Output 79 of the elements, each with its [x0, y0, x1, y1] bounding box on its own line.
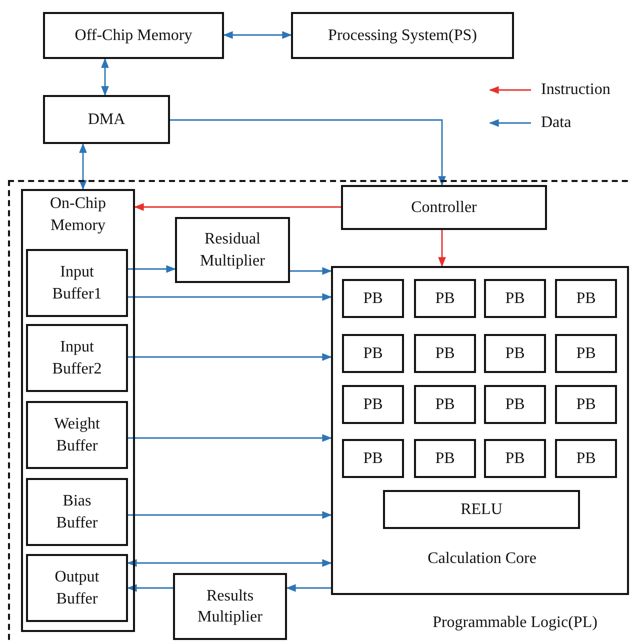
node-label: Results Multiplier: [196, 586, 264, 628]
activation-box: [383, 490, 580, 529]
node-label: PB: [504, 344, 526, 364]
processing-block: [555, 279, 617, 318]
arrow: [128, 293, 332, 301]
processing-block: [342, 279, 404, 318]
arrow: [128, 434, 332, 442]
legend-label: Data: [541, 113, 572, 133]
region-boundary: [8, 180, 630, 641]
processing-block: [414, 334, 476, 373]
buffer-box: [26, 324, 128, 392]
arrow: [223, 31, 292, 39]
node-label: On-Chip Memory: [49, 194, 107, 236]
node-label: Calculation Core: [426, 549, 538, 569]
node-label: Input Buffer1: [51, 262, 103, 304]
node-label: Output Buffer: [54, 567, 100, 609]
processing-block: [484, 279, 546, 318]
buffer-box: [26, 249, 128, 317]
arrow: [134, 203, 341, 211]
node-label: PB: [504, 288, 526, 309]
node-label: PB: [362, 288, 384, 309]
processing-block: [555, 439, 617, 478]
buffer-box: [26, 554, 128, 622]
buffer-box: [26, 478, 128, 546]
buffer-box: [26, 401, 128, 469]
node-label: PB: [434, 448, 456, 469]
arrow: [438, 230, 446, 267]
multiplier-box: [175, 217, 290, 283]
node-label: Off-Chip Memory: [74, 26, 194, 46]
processing-block: [555, 334, 617, 373]
node-label: PB: [575, 344, 597, 364]
node-label: PB: [362, 394, 384, 415]
node-label: PB: [575, 288, 597, 309]
arrow: [128, 353, 332, 361]
node-label: Controller: [410, 198, 478, 218]
arrow: [128, 511, 332, 519]
arrow: [127, 559, 332, 567]
node-label: Processing System(PS): [327, 26, 478, 46]
processing-block: [555, 385, 617, 424]
node-label: PB: [575, 448, 597, 469]
processing-block: [342, 439, 404, 478]
arrow: [170, 119, 446, 186]
arrow: [286, 584, 331, 592]
arrow: [128, 265, 176, 273]
arrow: [79, 143, 87, 190]
processor-box: [291, 12, 514, 59]
memory-box: [21, 189, 135, 632]
node-label: Programmable Logic(PL): [432, 613, 598, 633]
node-label: Input Buffer2: [51, 337, 103, 379]
processing-block: [484, 334, 546, 373]
dma-box: [43, 95, 170, 144]
arrow: [101, 58, 109, 96]
processing-block: [484, 439, 546, 478]
node-label: RELU: [460, 500, 504, 520]
processing-block: [342, 385, 404, 424]
node-label: PB: [434, 288, 456, 309]
node-label: Residual Multiplier: [199, 229, 266, 271]
node-label: PB: [504, 394, 526, 415]
arrow: [127, 584, 173, 592]
processing-block: [414, 279, 476, 318]
arrow: [290, 267, 332, 275]
processing-block: [342, 334, 404, 373]
node-label: PB: [434, 344, 456, 364]
node-label: Bias Buffer: [55, 491, 99, 533]
controller-box: [341, 185, 547, 230]
node-label: PB: [504, 448, 526, 469]
node-label: PB: [575, 394, 597, 415]
processing-block: [484, 385, 546, 424]
processing-block: [414, 439, 476, 478]
core-box: [331, 266, 629, 595]
node-label: DMA: [86, 110, 126, 130]
node-label: PB: [362, 344, 384, 364]
node-label: PB: [362, 448, 384, 469]
legend-label: Instruction: [541, 80, 610, 100]
memory-box: [43, 12, 224, 59]
node-label: Weight Buffer: [53, 414, 101, 456]
multiplier-box: [173, 573, 287, 640]
processing-block: [414, 385, 476, 424]
node-label: PB: [434, 394, 456, 415]
